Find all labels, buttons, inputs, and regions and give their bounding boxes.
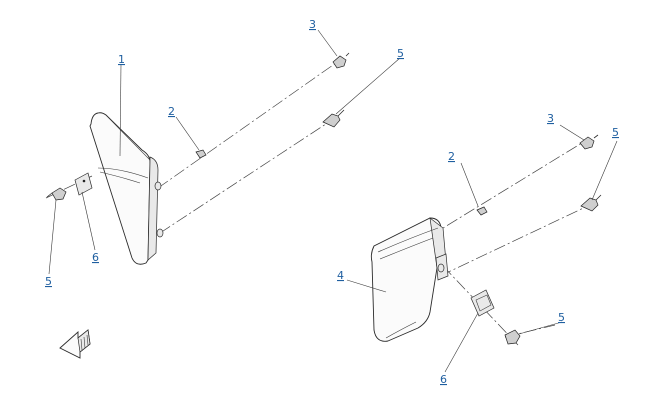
part-6-clip-right — [470, 289, 495, 317]
callout-6-clip-right[interactable]: 6 — [440, 373, 447, 386]
part-5-fastener-upper-left — [322, 109, 345, 128]
part-5-fastener-lower-right — [504, 329, 521, 345]
part-2-nut-left — [195, 149, 207, 159]
callouts: 1 2 3 5 5 6 2 3 5 4 5 6 — [45, 18, 619, 386]
part-6-clip-left — [74, 172, 93, 196]
part-1-lamp-housing — [89, 112, 164, 265]
right-centerline-lower — [439, 202, 595, 277]
right-centerline-upper — [429, 137, 591, 237]
direction-arrow-icon — [59, 329, 91, 359]
callout-5-fastener-left[interactable]: 5 — [45, 275, 52, 288]
right-assembly — [346, 124, 618, 373]
part-5-fastener-left — [46, 187, 67, 201]
callout-5-fastener-right[interactable]: 5 — [612, 126, 619, 139]
left-centerline-upper — [157, 57, 344, 189]
callout-5-fastener-upper-left[interactable]: 5 — [397, 47, 404, 60]
callout-3-screw-right[interactable]: 3 — [547, 112, 554, 125]
part-3-screw-right — [579, 134, 599, 150]
part-3-screw-left — [332, 52, 350, 69]
callout-5-fastener-lower-right[interactable]: 5 — [558, 311, 565, 324]
callout-4-housing[interactable]: 4 — [337, 269, 344, 282]
callout-1-housing[interactable]: 1 — [118, 53, 125, 66]
callout-2-nut-left[interactable]: 2 — [168, 105, 175, 118]
part-5-fastener-right — [580, 194, 602, 212]
part-4-lamp-housing — [370, 217, 449, 342]
right-centerline-clip — [442, 265, 519, 346]
callout-3-screw-left[interactable]: 3 — [309, 18, 316, 31]
left-assembly — [45, 29, 401, 275]
callout-2-nut-right[interactable]: 2 — [448, 150, 455, 163]
part-2-nut-right — [476, 206, 488, 216]
callout-6-clip-left[interactable]: 6 — [92, 251, 99, 264]
left-centerline-lower — [159, 117, 336, 234]
